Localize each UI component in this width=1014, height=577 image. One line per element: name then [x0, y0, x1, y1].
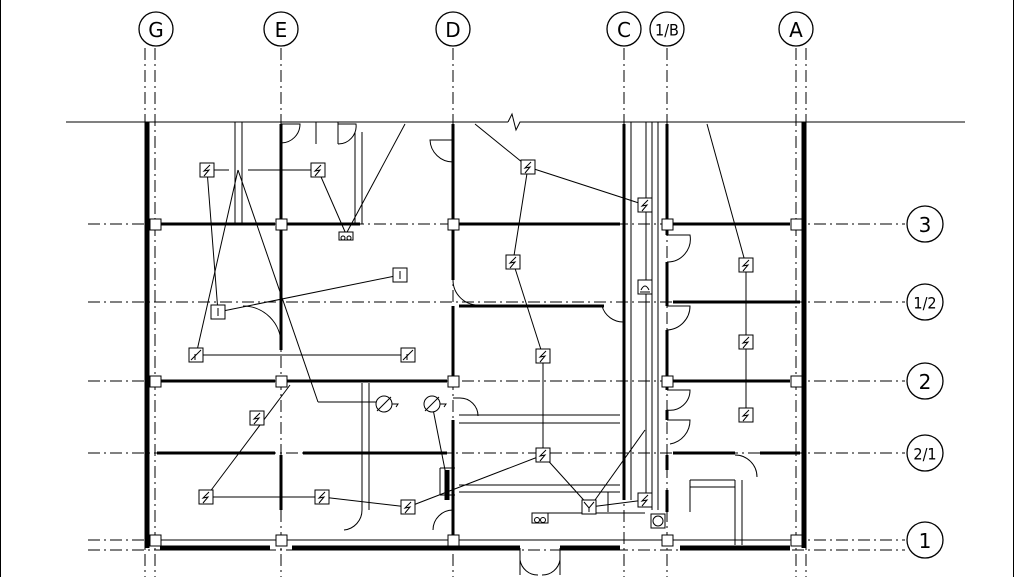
- grid-bubble-2-1: [906, 434, 944, 472]
- switch-icon: [738, 257, 754, 273]
- door-arc: [667, 419, 691, 445]
- door-arc: [601, 305, 625, 323]
- column: [661, 218, 674, 231]
- building-top-line: [66, 112, 965, 132]
- column: [149, 218, 162, 231]
- column: [790, 534, 803, 547]
- switch-icon: [637, 492, 653, 508]
- column: [275, 218, 288, 231]
- switch-icon: [505, 254, 521, 270]
- fan-icon: [375, 395, 399, 413]
- switch-devices: [198, 159, 754, 515]
- column: [275, 534, 288, 547]
- switch-icon: [198, 489, 214, 505]
- column: [149, 534, 162, 547]
- grid-bubble-1b: [649, 11, 685, 47]
- grid-bubble-2: [906, 362, 944, 400]
- door-arc: [519, 559, 561, 576]
- grid-label-g: G: [148, 18, 164, 42]
- grid-bubble-a: [778, 11, 814, 47]
- door-arc: [453, 397, 479, 417]
- column: [447, 534, 460, 547]
- column: [661, 375, 674, 388]
- door-arc: [242, 305, 282, 345]
- switch-icon: [535, 348, 551, 364]
- grid-label-c: C: [617, 18, 631, 42]
- grid-label-1b: 1/B: [655, 21, 679, 40]
- column: [275, 375, 288, 388]
- doors: [242, 123, 758, 576]
- grid-bubble-1-2: [906, 283, 944, 321]
- columns: [149, 218, 803, 547]
- switch-icon: [249, 410, 265, 426]
- grid-label-1-2: 1/2: [913, 294, 936, 313]
- meter-icon: [650, 513, 666, 529]
- door-arc: [666, 389, 691, 411]
- grid-label-2-1: 2/1: [913, 445, 936, 464]
- column: [790, 375, 803, 388]
- panel-icon: [188, 347, 204, 363]
- grid-label-e: E: [275, 18, 288, 42]
- door-arc: [343, 509, 363, 531]
- grid-label-d: D: [445, 18, 460, 42]
- grid-label-1: 1: [919, 529, 932, 553]
- switch-icon: [199, 162, 215, 178]
- door-arc: [280, 123, 301, 144]
- grid-label-3: 3: [919, 213, 932, 237]
- panel-icon: [400, 347, 416, 363]
- column: [790, 218, 803, 231]
- column: [661, 534, 674, 547]
- grid-label-2: 2: [919, 370, 932, 394]
- door-arc: [452, 279, 479, 306]
- fan-icon: [423, 395, 447, 413]
- door-arc: [429, 139, 454, 163]
- switch-icon: [738, 407, 754, 423]
- grid-bubble-d: [435, 11, 471, 47]
- other-devices: [188, 231, 666, 529]
- grid-bubbles-top: G E D C 1/B A: [138, 11, 814, 47]
- grid-bubble-3: [906, 205, 944, 243]
- door-arc: [337, 123, 357, 145]
- grid-bubble-g: [138, 11, 174, 47]
- grid-label-a: A: [789, 18, 803, 42]
- switch-icon: [535, 447, 551, 463]
- grid-bubbles-right: 3 1/2 2 2/1 1: [906, 205, 944, 559]
- grid-bubble-c: [606, 11, 642, 47]
- door-arc: [666, 305, 691, 331]
- switch-icon: [637, 197, 653, 213]
- switch-icon: [310, 162, 326, 178]
- column: [447, 375, 460, 388]
- switch-icon: [400, 499, 416, 515]
- door-arc: [432, 509, 454, 531]
- interior-walls: [150, 122, 800, 545]
- grid-bubble-1: [906, 521, 944, 559]
- vertical-grid-lines: [144, 48, 807, 577]
- junction-box-icon: [210, 304, 226, 320]
- switch-icon: [520, 159, 536, 175]
- column: [149, 375, 162, 388]
- switch-icon: [738, 334, 754, 350]
- transformer-icon: [581, 499, 597, 515]
- grid-bubble-e: [263, 11, 299, 47]
- junction-box-icon: [392, 267, 408, 283]
- smoke-detector-icon: [338, 231, 354, 241]
- door-arc: [734, 454, 758, 478]
- door-arc: [666, 234, 691, 263]
- wiring: [195, 123, 747, 514]
- smoke-detector-icon: [531, 512, 549, 524]
- column: [447, 218, 460, 231]
- switch-icon: [314, 489, 330, 505]
- exterior-walls: [144, 122, 807, 551]
- exhaust-icon: [637, 279, 653, 295]
